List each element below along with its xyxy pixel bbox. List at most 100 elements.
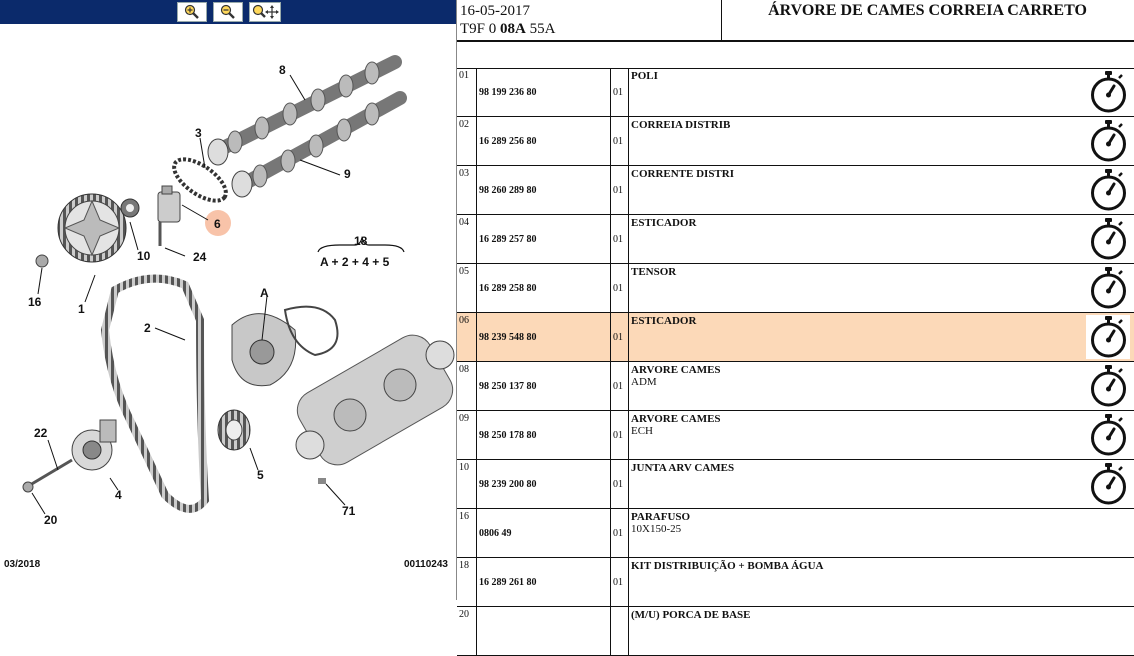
part-reference[interactable]: 0806 49 xyxy=(477,509,611,557)
header-spacer xyxy=(457,42,1134,69)
part-quantity: 01 xyxy=(611,313,629,361)
part-name: CORREIA DISTRIB xyxy=(631,119,731,131)
parts-panel: 16-05-2017 T9F 0 08A 55A ÁRVORE DE CAMES… xyxy=(457,0,1134,656)
part-name: ARVORE CAMES xyxy=(631,364,721,376)
callout-2: 2 xyxy=(144,321,151,335)
part-description: KIT DISTRIBUIÇÃO + BOMBA ÁGUA xyxy=(629,558,1134,606)
part-detail: ADM xyxy=(631,376,657,388)
part-name: CORRENTE DISTRI xyxy=(631,168,734,180)
zoom-out-icon xyxy=(220,4,235,19)
water-pump xyxy=(231,305,339,387)
part-description: (M/U) PORCA DE BASE xyxy=(629,607,1134,655)
part-description: CORRENTE DISTRI xyxy=(629,166,1134,214)
callout-8: 8 xyxy=(279,63,286,77)
part-quantity: 01 xyxy=(611,558,629,606)
part-name: ESTICADOR xyxy=(631,217,697,229)
diagram-date: 03/2018 xyxy=(4,559,41,570)
zoom-in-button[interactable] xyxy=(177,2,207,22)
zoom-in-icon xyxy=(184,4,199,19)
table-row[interactable]: 20 (M/U) PORCA DE BASE xyxy=(457,607,1134,656)
row-index: 18 xyxy=(457,558,477,606)
part-reference[interactable]: 16 289 258 80 xyxy=(477,264,611,312)
part-reference[interactable]: 98 239 200 80 xyxy=(477,460,611,508)
zoom-move-button[interactable] xyxy=(249,2,281,22)
stopwatch-icon[interactable] xyxy=(1086,168,1130,212)
part-quantity: 01 xyxy=(611,411,629,459)
diagram-reference: 00110243 xyxy=(404,559,448,570)
part-detail: ECH xyxy=(631,425,653,437)
vehicle-code-prefix: T9F 0 xyxy=(460,21,501,37)
row-index: 01 xyxy=(457,68,477,116)
zoom-toolbar xyxy=(0,0,456,24)
part-description: ESTICADOR xyxy=(629,313,1134,361)
callout-9: 9 xyxy=(344,167,351,181)
callout-4: 4 xyxy=(115,488,122,502)
chain-tensioner xyxy=(157,185,181,223)
row-index: 02 xyxy=(457,117,477,165)
part-reference[interactable]: 98 239 548 80 xyxy=(477,313,611,361)
page-title: ÁRVORE DE CAMES CORREIA CARRETO xyxy=(768,2,1087,19)
vehicle-code-bold: 08A xyxy=(500,21,526,37)
part-name: KIT DISTRIBUIÇÃO + BOMBA ÁGUA xyxy=(631,560,824,572)
part-reference[interactable]: 16 289 256 80 xyxy=(477,117,611,165)
header-info: 16-05-2017 T9F 0 08A 55A xyxy=(457,0,722,40)
idler-pulley xyxy=(217,409,251,451)
row-index: 16 xyxy=(457,509,477,557)
part-reference[interactable]: 98 250 178 80 xyxy=(477,411,611,459)
part-quantity: 01 xyxy=(611,68,629,116)
callout-6: 6 xyxy=(214,217,221,231)
callout-20: 20 xyxy=(44,513,58,527)
stopwatch-icon[interactable] xyxy=(1086,315,1130,359)
part-quantity: 01 xyxy=(611,264,629,312)
vehicle-code: T9F 0 08A 55A xyxy=(460,21,555,38)
timing-belt xyxy=(100,274,210,513)
part-reference[interactable]: 16 289 261 80 xyxy=(477,558,611,606)
row-index: 10 xyxy=(457,460,477,508)
part-description: JUNTA ARV CAMES xyxy=(629,460,1134,508)
vehicle-code-suffix: 55A xyxy=(525,21,556,37)
part-reference[interactable]: 16 289 257 80 xyxy=(477,215,611,263)
part-reference[interactable]: 98 199 236 80 xyxy=(477,68,611,116)
part-reference[interactable]: 98 250 137 80 xyxy=(477,362,611,410)
camshaft-exhaust xyxy=(231,91,407,198)
stopwatch-icon[interactable] xyxy=(1086,462,1130,506)
part-quantity: 01 xyxy=(611,215,629,263)
stopwatch-icon[interactable] xyxy=(1086,364,1130,408)
header-date: 16-05-2017 xyxy=(460,3,530,19)
zoom-out-button[interactable] xyxy=(213,2,243,22)
stopwatch-icon[interactable] xyxy=(1086,217,1130,261)
part-description: ESTICADOR xyxy=(629,215,1134,263)
stopwatch-icon[interactable] xyxy=(1086,119,1130,163)
row-index: 20 xyxy=(457,607,477,655)
diagram-panel: 8 3 9 6 10 24 18 A + 2 + 4 + 5 16 1 2 A … xyxy=(0,0,457,600)
part-reference[interactable] xyxy=(477,607,611,655)
selected-part-highlight xyxy=(205,210,231,236)
callout-22: 22 xyxy=(34,426,48,440)
stopwatch-icon[interactable] xyxy=(1086,70,1130,114)
callout-5: 5 xyxy=(257,468,264,482)
callout-71: 71 xyxy=(342,504,356,518)
part-quantity: 01 xyxy=(611,117,629,165)
timing-chain xyxy=(172,157,228,203)
stopwatch-icon[interactable] xyxy=(1086,413,1130,457)
callout-1: 1 xyxy=(78,302,85,316)
part-detail: 10X150-25 xyxy=(631,523,682,535)
callout-kit: A + 2 + 4 + 5 xyxy=(320,255,390,269)
stopwatch-icon[interactable] xyxy=(1086,266,1130,310)
part-quantity: 01 xyxy=(611,362,629,410)
part-reference[interactable]: 98 260 289 80 xyxy=(477,166,611,214)
